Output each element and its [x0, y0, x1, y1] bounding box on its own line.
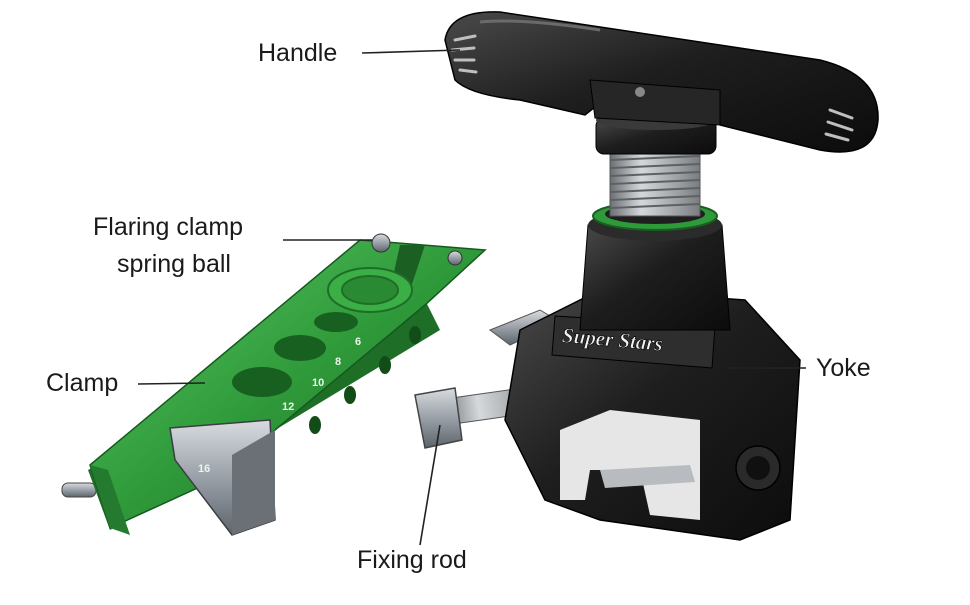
clamp-body [61, 233, 487, 536]
label-handle: Handle [258, 39, 338, 67]
clamp-marking-12: 12 [282, 401, 294, 413]
leader-lines [137, 49, 806, 546]
label-yoke: Yoke [816, 354, 871, 382]
handle [444, 11, 879, 153]
label-clamp: Clamp [46, 369, 119, 397]
leader-fixing-rod [419, 424, 441, 546]
label-spring-ball-line2: spring ball [117, 250, 231, 278]
label-spring-ball-line1: Flaring clamp [93, 213, 244, 241]
clamp-marking-8: 8 [335, 356, 341, 368]
feed-screw [595, 110, 717, 217]
leader-clamp [137, 382, 206, 385]
clamp-markings: 6 8 10 12 16 [198, 336, 361, 475]
label-fixing-rod: Fixing rod [357, 546, 467, 574]
clamp-marking-6: 6 [355, 336, 361, 348]
clamp-marking-10: 10 [312, 377, 324, 389]
yoke-body: Super Stars [504, 201, 801, 541]
leader-handle [361, 49, 461, 54]
clamp-marking-16: 16 [198, 463, 210, 475]
